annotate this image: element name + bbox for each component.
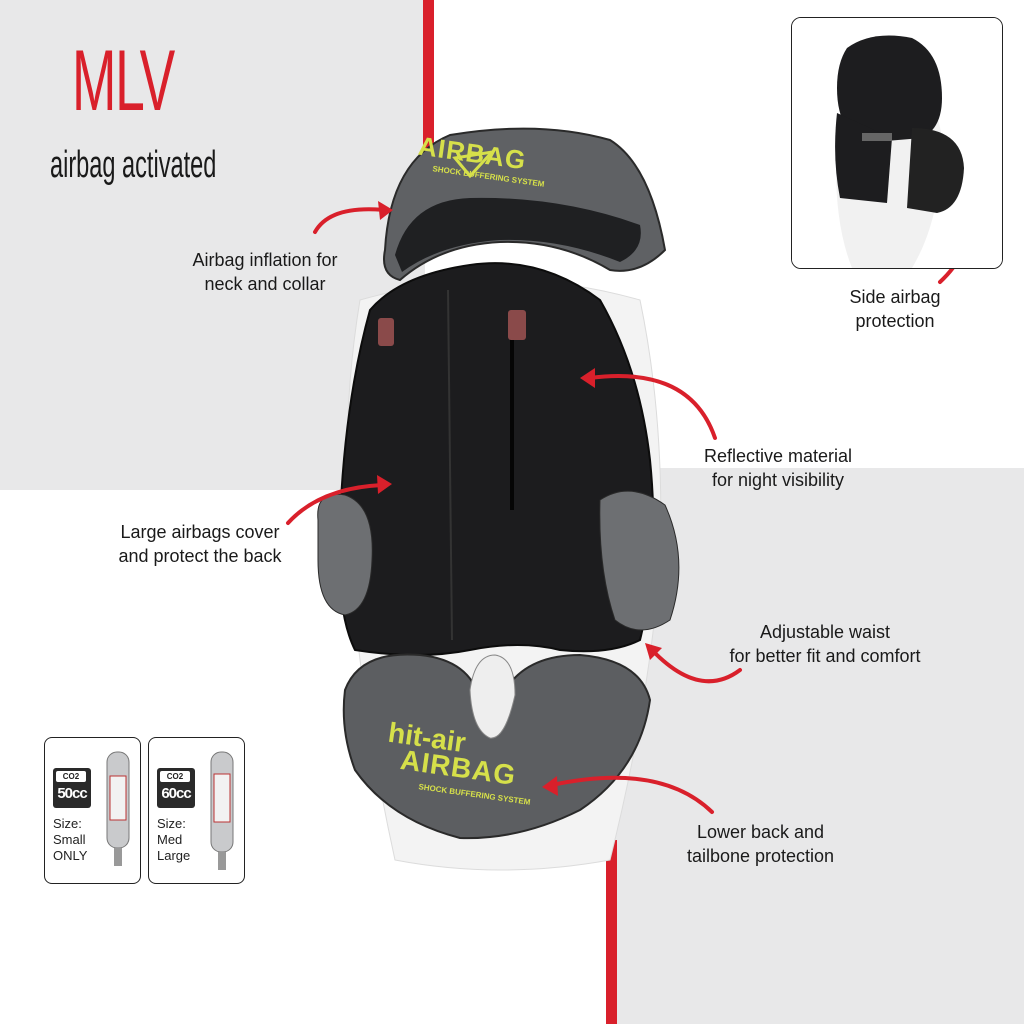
callout-back-line-1: Large airbags cover — [120, 522, 280, 542]
page-subtitle: airbag activated — [50, 144, 217, 186]
size-line: ONLY — [53, 848, 88, 863]
callout-side-line-1: Side airbag — [849, 287, 941, 307]
co2-label: CO2 — [160, 771, 190, 782]
canister-card-60cc: CO2 60cc Size: Med Large — [148, 737, 245, 884]
co2-badge: CO2 60cc — [157, 768, 195, 808]
callout-reflective-line-1: Reflective material — [703, 446, 853, 466]
callout-neck-line-1: Airbag inflation for — [192, 250, 338, 270]
co2-bottle-icon — [210, 751, 234, 870]
callout-tailbone-line-1: Lower back and — [696, 822, 825, 842]
callout-waist: Adjustable waist for better fit and comf… — [715, 620, 935, 668]
callout-reflective-line-2: for night visibility — [711, 470, 845, 490]
red-divider-top — [423, 0, 434, 150]
canister-size-text: Size: Small ONLY — [53, 816, 87, 864]
size-line: Size: — [157, 816, 186, 831]
co2-label: CO2 — [56, 771, 86, 782]
callout-back: Large airbags cover and protect the back — [110, 520, 290, 568]
size-line: Size: — [53, 816, 82, 831]
page-title: MLV — [72, 33, 175, 129]
callout-reflective: Reflective material for night visibility — [693, 444, 863, 492]
size-line: Small — [53, 832, 86, 847]
size-line: Large — [157, 848, 191, 863]
callout-side-line-2: protection — [855, 311, 935, 331]
callout-neck-line-2: neck and collar — [204, 274, 326, 294]
red-divider-bottom — [606, 840, 617, 1024]
co2-volume: 50cc — [57, 785, 87, 802]
size-line: Med — [157, 832, 183, 847]
co2-badge: CO2 50cc — [53, 768, 91, 808]
callout-waist-line-1: Adjustable waist — [759, 622, 891, 642]
callout-tailbone: Lower back and tailbone protection — [678, 820, 843, 868]
canister-size-text: Size: Med Large — [157, 816, 190, 864]
callout-neck-collar: Airbag inflation for neck and collar — [180, 248, 350, 296]
co2-volume: 60cc — [161, 785, 191, 802]
co2-bottle-icon — [106, 751, 130, 866]
background-panel-bottom-right — [612, 468, 1024, 1024]
callout-side-airbag: Side airbag protection — [830, 285, 960, 333]
callout-tailbone-line-2: tailbone protection — [686, 846, 835, 866]
callout-back-line-2: and protect the back — [118, 546, 282, 566]
canister-card-50cc: CO2 50cc Size: Small ONLY — [44, 737, 141, 884]
side-view-vest-illustration — [792, 18, 1002, 268]
callout-waist-line-2: for better fit and comfort — [729, 646, 921, 666]
side-view-inset — [791, 17, 1003, 269]
